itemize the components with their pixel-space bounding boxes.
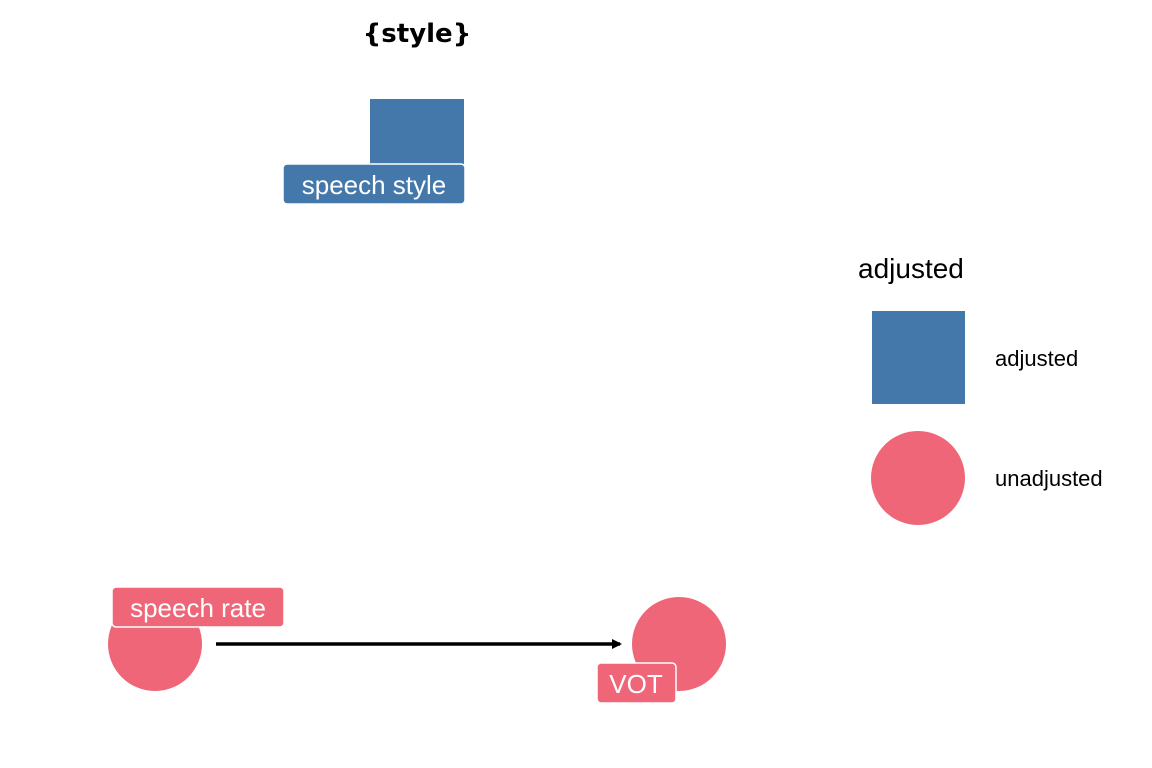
legend-item-adjusted-label: adjusted: [995, 346, 1078, 371]
legend-item-unadjusted-label: unadjusted: [995, 466, 1103, 491]
legend-circle-key: [871, 431, 965, 525]
legend: adjusted adjusted unadjusted: [858, 253, 1103, 525]
node-speech-rate-label-box: [111, 586, 285, 628]
diagram-title: {style}: [363, 19, 471, 49]
node-speech-rate-label: speech rate: [130, 593, 266, 623]
node-vot: VOT: [596, 597, 726, 704]
node-speech-style-label-box: [282, 163, 466, 205]
node-vot-label-box: [596, 662, 677, 704]
node-vot-label: VOT: [609, 669, 663, 699]
legend-item-adjusted: adjusted: [872, 311, 1078, 404]
legend-item-unadjusted: unadjusted: [871, 431, 1103, 525]
legend-square-key: [872, 311, 965, 404]
node-speech-rate: speech rate: [108, 586, 285, 691]
legend-title: adjusted: [858, 253, 964, 284]
node-speech-style-label: speech style: [302, 170, 447, 200]
node-speech-style: speech style: [282, 99, 466, 205]
